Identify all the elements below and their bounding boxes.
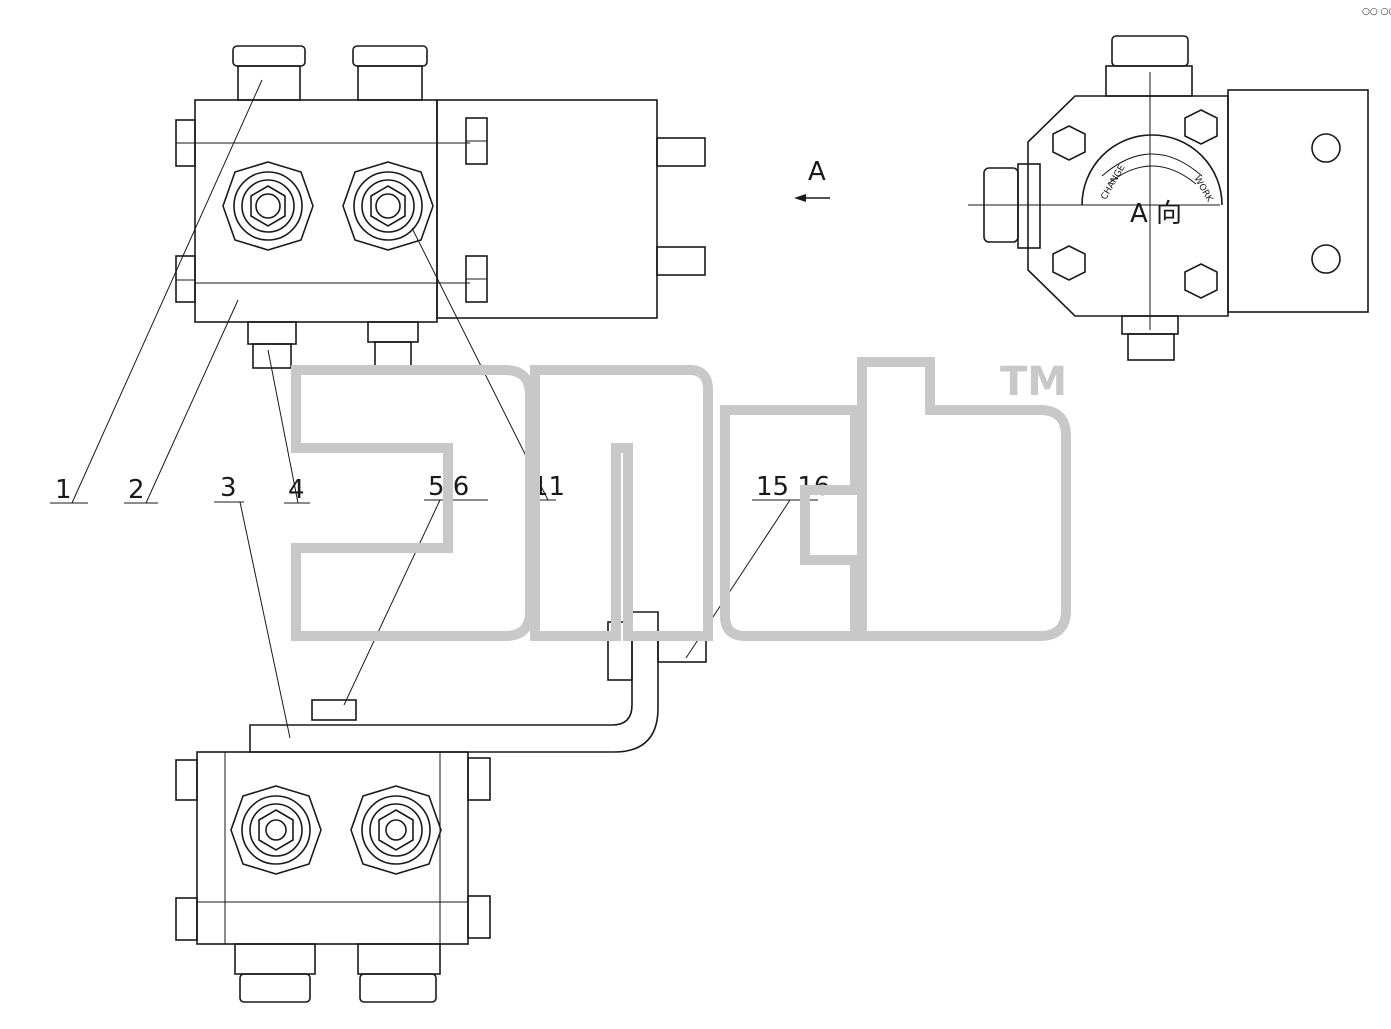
watermark-tm: TM bbox=[1000, 359, 1067, 405]
dial-label-right: WORK bbox=[1191, 175, 1214, 205]
callout-3: 3 bbox=[220, 473, 237, 503]
port-left-bottom bbox=[230, 785, 322, 875]
port-right-top bbox=[342, 161, 434, 251]
view-title: A bbox=[808, 157, 826, 187]
view-arrow-icon bbox=[794, 194, 830, 202]
callout-2: 2 bbox=[128, 475, 145, 505]
view-label: A 向 bbox=[1130, 199, 1182, 229]
corner-mark: ○○ ○○○ bbox=[1362, 7, 1391, 17]
port-right-bottom bbox=[350, 785, 442, 875]
watermark-logo: TM bbox=[291, 357, 1071, 641]
callout-1: 1 bbox=[55, 475, 72, 505]
bottom-valve-assembly bbox=[175, 611, 707, 1003]
top-valve-assembly bbox=[175, 45, 706, 369]
view-a-assembly: CHANGE WORK A 向 bbox=[968, 35, 1369, 361]
callout-4: 4 bbox=[288, 475, 305, 505]
port-left-top bbox=[222, 161, 314, 251]
dial-label-left: CHANGE bbox=[1100, 163, 1128, 202]
